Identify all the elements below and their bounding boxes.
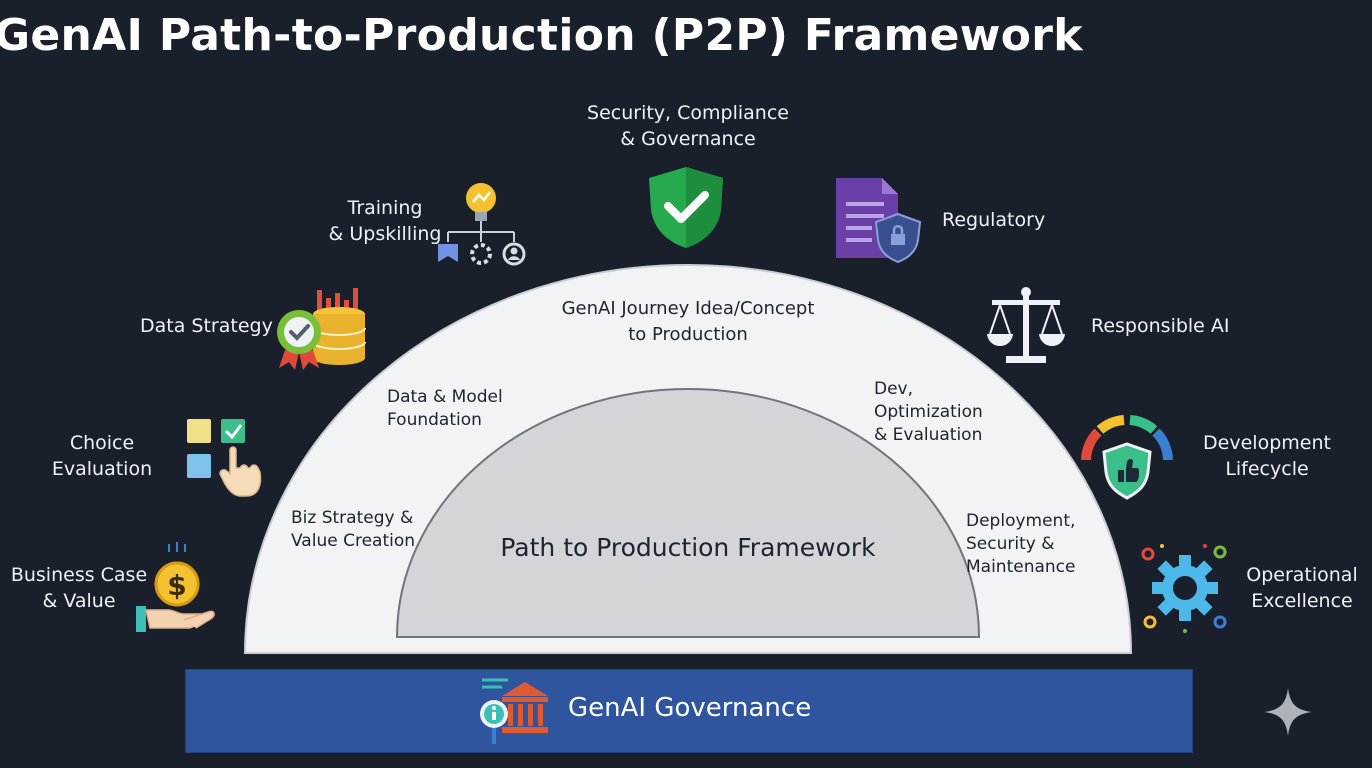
arc-label-journey: GenAI Journey Idea/Concept to Production	[561, 298, 815, 345]
document-shield-icon	[836, 178, 922, 264]
label-business-case: Business Case & Value	[10, 564, 148, 612]
label-regulatory: Regulatory	[942, 209, 1046, 231]
arc-diagram	[243, 264, 1133, 654]
arc-label-biz-strategy: Biz Strategy & Value Creation	[291, 508, 416, 551]
label-security: Security, Compliance & Governance	[587, 102, 789, 150]
governance-label: GenAI Governance	[568, 693, 812, 723]
label-data-strategy: Data Strategy	[140, 315, 273, 337]
arc-label-dev-opt: Dev, Optimization & Evaluation	[874, 379, 983, 445]
label-choice-evaluation: Choice Evaluation	[51, 432, 153, 480]
label-responsible-ai: Responsible AI	[1091, 315, 1230, 337]
framework-center-title: Path to Production Framework	[500, 533, 876, 562]
database-chart-icon	[277, 288, 366, 370]
label-operational-excellence: Operational Excellence	[1246, 564, 1358, 612]
label-development-lifecycle: Development Lifecycle	[1203, 432, 1331, 480]
gauge-shield-icon	[1081, 415, 1173, 500]
shield-check-icon	[649, 167, 723, 248]
government-info-icon	[480, 678, 548, 744]
lightbulb-team-icon	[438, 183, 526, 266]
hand-coin-icon: $	[136, 542, 215, 632]
svg-text:$: $	[167, 569, 186, 602]
arc-label-deployment: Deployment, Security & Maintenance	[966, 511, 1076, 577]
inner-arc	[395, 388, 981, 638]
sparkle-icon	[1264, 688, 1312, 736]
checklist-click-icon	[187, 419, 262, 497]
label-training: Training & Upskilling	[328, 197, 442, 245]
arc-label-data-model: Data & Model Foundation	[387, 387, 503, 430]
page-title: GenAI Path-to-Production (P2P) Framework	[0, 10, 1083, 61]
gear-icon	[1141, 544, 1227, 633]
scales-icon	[987, 287, 1065, 363]
governance-bar	[185, 669, 1193, 753]
